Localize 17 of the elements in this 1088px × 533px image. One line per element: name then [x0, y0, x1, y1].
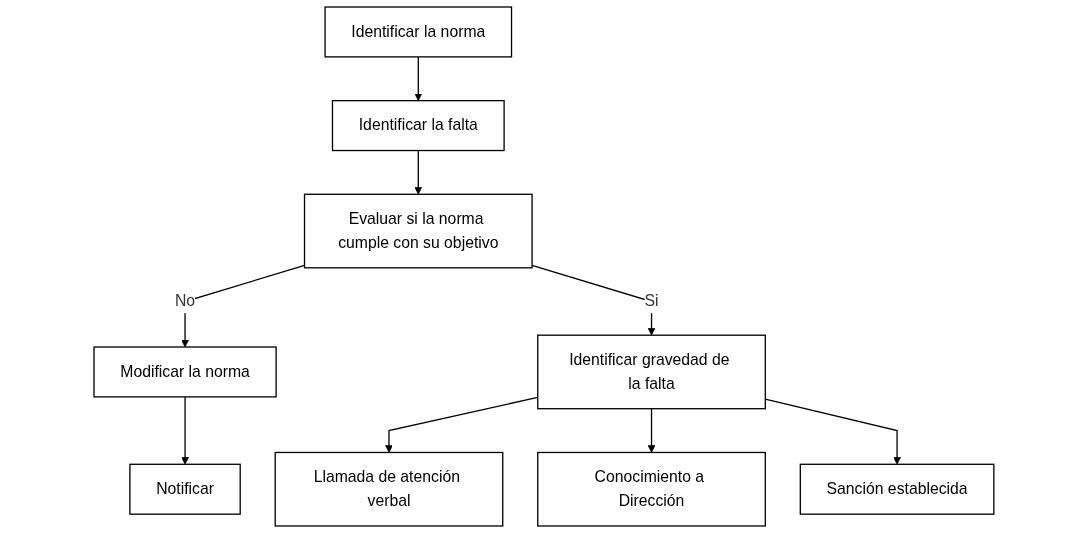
arrow — [181, 264, 306, 348]
node-box: Modificar la norma — [93, 346, 277, 398]
arrow — [647, 408, 656, 453]
arrow — [414, 149, 423, 195]
node-box: Identificar gravedad de la falta — [537, 334, 767, 410]
node-box: Notificar — [129, 463, 241, 515]
node-box: Identificar la falta — [331, 100, 505, 152]
arrow — [181, 396, 189, 465]
node-box: Conocimiento a Dirección — [537, 451, 767, 527]
arrow — [414, 56, 423, 101]
edge-label: No — [175, 292, 196, 310]
node-box: Sanción establecida — [799, 463, 995, 515]
node-box: Evaluar si la norma cumple con su objetivo — [303, 193, 533, 269]
node-box: Llamada de atención verbal — [274, 451, 504, 527]
edge-label: Si — [644, 292, 659, 310]
arrow — [531, 264, 656, 336]
node-box: Identificar la norma — [324, 6, 513, 58]
